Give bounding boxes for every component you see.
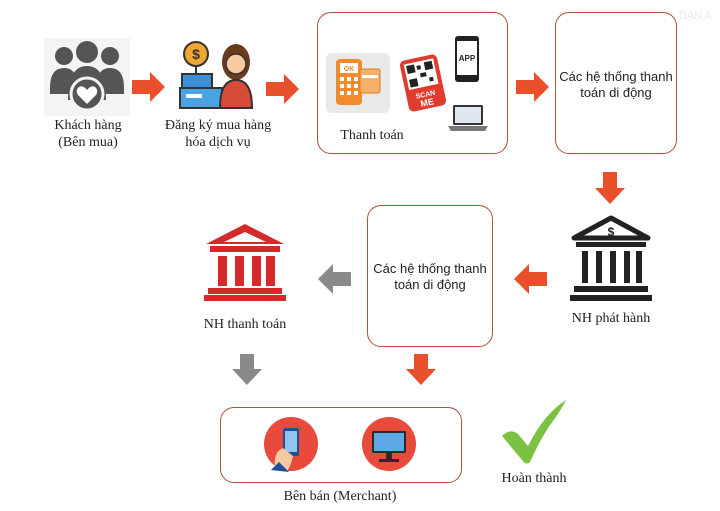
mobile-payment-mid-label: Các hệ thống thanh toán di động — [373, 261, 487, 292]
arrow-down-gray — [232, 354, 262, 385]
me-badge: ME — [420, 96, 435, 109]
arrow-left-gray — [318, 264, 351, 294]
shopkeeper-icon: $ — [176, 40, 260, 114]
acquirer-bank-icon — [202, 222, 288, 302]
scan-badge: SCAN — [415, 90, 436, 101]
payment-label: Thanh toán — [340, 128, 404, 143]
arrow-down-2 — [406, 354, 436, 385]
checkmark-icon — [502, 400, 566, 464]
arrow-down-1 — [595, 172, 625, 204]
monitor-icon — [361, 416, 417, 472]
laptop-icon — [448, 103, 488, 133]
acquirer-bank-label: NH thanh toán — [203, 317, 287, 332]
register-label: Đăng ký mua hàng hóa dịch vụ — [164, 118, 272, 150]
arrow-left-1 — [514, 264, 547, 294]
customer-label: Khách hàng (Bên mua) — [54, 118, 122, 150]
done-label: Hoàn thành — [501, 471, 567, 486]
arrow-right-1 — [132, 72, 165, 102]
app-badge: APP — [459, 54, 476, 63]
hand-phone-icon — [263, 416, 319, 472]
mobile-payment-top-label: Các hệ thống thanh toán di động — [559, 69, 673, 100]
merchant-box — [220, 407, 462, 483]
customer-icon — [44, 38, 130, 116]
arrow-right-3 — [516, 72, 549, 102]
issuer-bank-icon: $ — [570, 215, 652, 302]
ok-badge: OK — [344, 66, 355, 73]
issuer-bank-label: NH phát hành — [571, 311, 651, 326]
mobile-payment-box-top: Các hệ thống thanh toán di động — [555, 12, 677, 154]
bank-dollar: $ — [608, 225, 615, 239]
scan-me-qr-icon: SCAN ME — [399, 54, 447, 112]
card-terminal-icon: OK — [326, 53, 390, 113]
mobile-payment-box-mid: Các hệ thống thanh toán di động — [367, 205, 493, 347]
dollar-badge: $ — [192, 46, 200, 62]
watermark: DAN A — [678, 10, 712, 22]
merchant-label: Bên bán (Merchant) — [283, 489, 397, 504]
arrow-right-2 — [266, 74, 299, 104]
payment-box: OK SCAN ME — [317, 12, 508, 154]
people-heart-icon — [50, 41, 124, 112]
phone-app-icon: APP — [454, 35, 480, 83]
